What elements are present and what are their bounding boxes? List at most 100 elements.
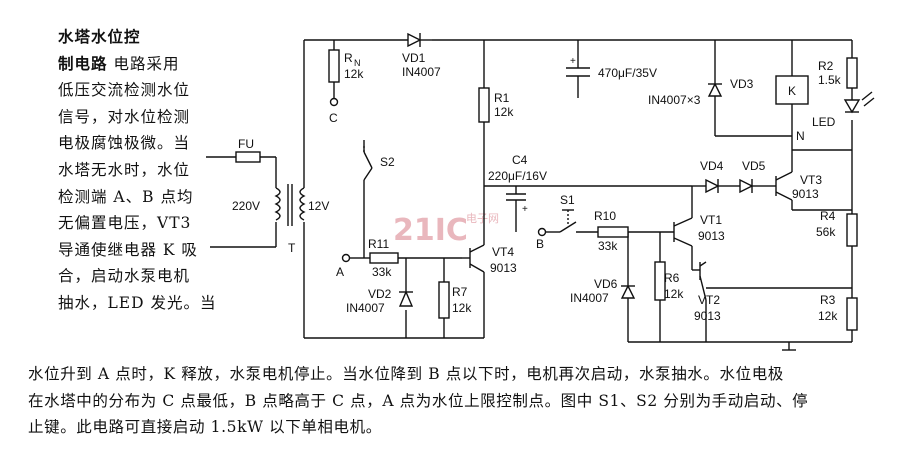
svg-text:1.5k: 1.5k (818, 73, 842, 87)
svg-text:9013: 9013 (792, 187, 819, 201)
svg-text:IN4007: IN4007 (346, 301, 385, 315)
svg-text:VD4: VD4 (700, 159, 724, 173)
svg-text:220V: 220V (232, 199, 260, 213)
svg-text:VD2: VD2 (368, 287, 392, 301)
svg-text:VT4: VT4 (492, 245, 514, 259)
transistor-vt3: VT3 9013 (775, 171, 822, 201)
resistor-r10: R10 33k (594, 209, 629, 253)
resistor-r3: R3 12k (818, 293, 858, 331)
svg-text:R11: R11 (368, 237, 389, 251)
resistor-r4: R4 56k (816, 209, 858, 247)
svg-text:9013: 9013 (490, 261, 517, 275)
resistor-r7: R7 12k (438, 281, 472, 319)
svg-text:12k: 12k (494, 105, 514, 119)
desc-bottom-line: 在水塔中的分布为 C 点最低，B 点略高于 C 点，A 点为水位上限控制点。图中… (28, 391, 809, 410)
svg-text:VT3: VT3 (800, 173, 822, 187)
description-left: 水塔水位控 制电路 电路采用 低压交流检测水位 信号，对水位检测 电极腐蚀极微。… (58, 24, 218, 317)
svg-text:R2: R2 (818, 59, 834, 73)
svg-text:+: + (570, 56, 576, 67)
svg-text:56k: 56k (816, 225, 836, 239)
resistor-r2: R2 1.5k (818, 57, 858, 89)
capacitor-c4: C4 220μF/16V + (488, 153, 547, 215)
desc-line: 抽水，LED 发光。当 (58, 293, 217, 312)
resistor-r6: R6 12k (654, 261, 684, 301)
desc-line: 水塔无水时，水位 (58, 160, 191, 179)
diode-vd2: VD2 IN4007 (346, 280, 414, 315)
watermark-sub: 电子网 (466, 212, 499, 225)
svg-text:R6: R6 (664, 271, 680, 285)
diode-vd5: VD5 (739, 159, 766, 194)
watermark-logo: 21IC (393, 213, 468, 248)
svg-text:220μF/16V: 220μF/16V (488, 169, 547, 183)
svg-text:VD5: VD5 (742, 159, 766, 173)
description-bottom: 水位升到 A 点时，K 释放，水泵电机停止。当水位降到 B 点以下时，电机再次启… (28, 361, 898, 441)
electrode-b: B (536, 227, 547, 251)
svg-text:VD6: VD6 (594, 277, 618, 291)
transformer-t: 220V 12V T (232, 184, 329, 255)
svg-text:K: K (788, 84, 796, 98)
svg-text:S2: S2 (380, 155, 395, 169)
desc-bottom-line: 水位升到 A 点时，K 释放，水泵电机停止。当水位降到 B 点以下时，电机再次启… (28, 365, 784, 383)
svg-text:C4: C4 (512, 153, 528, 167)
svg-text:33k: 33k (372, 265, 392, 279)
svg-text:R4: R4 (820, 209, 836, 223)
capacitor-470uf: + 470μF/35V (566, 56, 657, 80)
wires (206, 39, 853, 351)
desc-line: 低压交流检测水位 (58, 81, 191, 100)
desc-title: 水塔水位控 (58, 27, 141, 46)
desc-line: 信号，对水位检测 (58, 107, 191, 126)
svg-text:9013: 9013 (694, 309, 721, 323)
svg-text:LED: LED (812, 115, 836, 129)
transistor-vt2: VT2 9013 (694, 261, 721, 323)
svg-text:R3: R3 (820, 293, 836, 307)
svg-text:R1: R1 (494, 91, 510, 105)
svg-text:C: C (329, 111, 338, 125)
fuse-fu: FU (235, 137, 261, 163)
svg-text:12V: 12V (308, 199, 329, 213)
desc-bottom-line: 止键。此电路可直接启动 1.5kW 以下单相电机。 (28, 418, 382, 437)
svg-text:VT1: VT1 (700, 213, 722, 227)
switch-s2: S2 (363, 146, 395, 169)
svg-text:12k: 12k (664, 287, 684, 301)
svg-text:IN4007: IN4007 (570, 291, 609, 305)
resistor-r1: R1 12k (478, 87, 514, 123)
svg-text:S1: S1 (560, 193, 575, 207)
svg-text:IN4007×3: IN4007×3 (648, 93, 701, 107)
svg-text:12k: 12k (818, 309, 838, 323)
svg-text:33k: 33k (598, 239, 618, 253)
resistor-r11: R11 33k (368, 237, 399, 279)
relay-k: K N (775, 75, 809, 143)
svg-text:T: T (288, 241, 296, 255)
transistor-vt4: VT4 9013 (469, 244, 517, 275)
svg-text:R7: R7 (452, 285, 468, 299)
diode-vd4: VD4 (700, 159, 726, 194)
diode-vd6: VD6 IN4007 (570, 277, 636, 305)
electrode-c: C (329, 97, 339, 125)
svg-text:VT2: VT2 (698, 293, 720, 307)
svg-text:N: N (796, 129, 805, 143)
desc-line: 电极腐蚀极微。当 (58, 134, 191, 153)
svg-text:VD3: VD3 (730, 77, 754, 91)
desc-line: 无偏置电压，VT3 (58, 214, 192, 233)
desc-line: 检测端 A、B 点均 (58, 187, 194, 206)
diode-vd3: VD3 IN4007×3 (648, 72, 754, 107)
svg-text:470μF/35V: 470μF/35V (598, 66, 657, 80)
svg-text:+: + (522, 204, 528, 215)
svg-text:A: A (336, 265, 344, 279)
svg-text:12k: 12k (452, 301, 472, 315)
svg-text:R: R (344, 51, 353, 65)
svg-text:VD1: VD1 (402, 51, 426, 65)
desc-line: 制电路 电路采用 (58, 53, 180, 73)
desc-title-rest: 制电路 (58, 53, 108, 73)
led: LED (812, 91, 875, 129)
switch-s1: S1 (559, 193, 577, 233)
electrode-a: A (336, 253, 364, 279)
svg-text:FU: FU (238, 137, 254, 151)
svg-text:B: B (536, 237, 544, 251)
desc-line: 合，启动水泵电机 (58, 267, 191, 286)
diode-vd1: VD1 IN4007 (402, 32, 441, 79)
svg-text:R10: R10 (594, 209, 616, 223)
svg-text:IN4007: IN4007 (402, 65, 441, 79)
svg-text:N: N (354, 58, 361, 68)
